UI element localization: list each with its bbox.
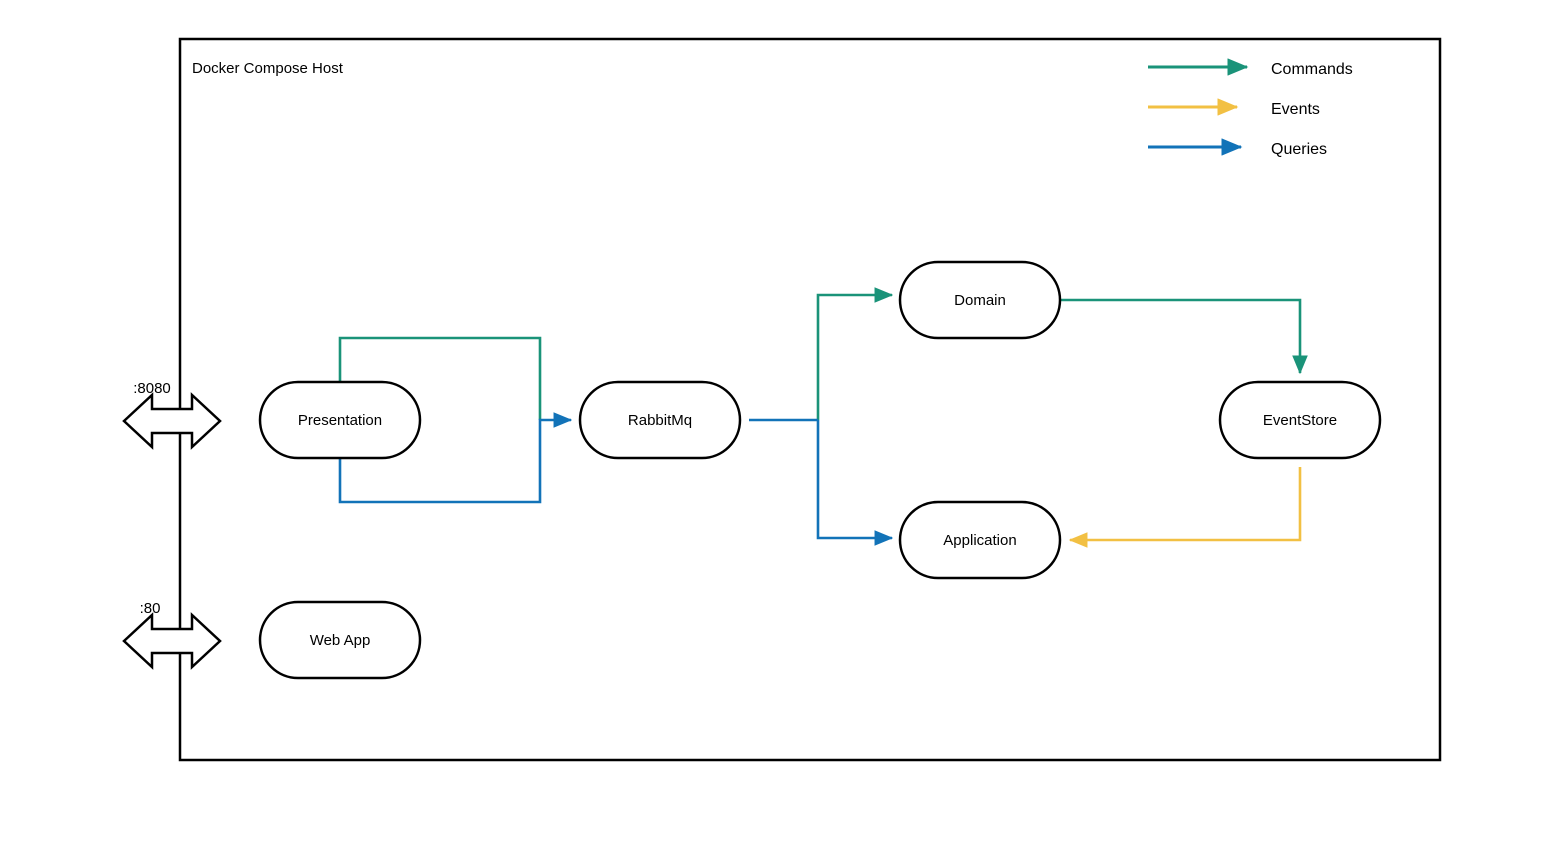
- node-domain-shape[interactable]: [898, 260, 1062, 340]
- edge-rabbitmq-application-queries: [816, 420, 894, 546]
- port-80[interactable]: :80: [122, 600, 222, 670]
- node-eventstore-shape[interactable]: [1218, 380, 1382, 460]
- legend-label-queries: Queries: [1271, 141, 1327, 158]
- node-eventstore-label: EventStore: [1263, 412, 1337, 429]
- node-domain[interactable]: Domain: [898, 260, 1062, 340]
- node-webapp-label: Web App: [310, 632, 371, 649]
- legend: Commands Events Queries: [1148, 58, 1353, 158]
- node-application-label: Application: [943, 532, 1016, 549]
- edge-rabbitmq-domain-commands: [816, 287, 894, 420]
- host-label: Docker Compose Host: [192, 60, 344, 77]
- node-rabbitmq-label: RabbitMq: [628, 412, 692, 429]
- node-presentation-label: Presentation: [298, 412, 382, 429]
- edge-eventstore-application-events: [1068, 467, 1302, 548]
- legend-label-commands: Commands: [1271, 61, 1353, 78]
- node-application[interactable]: Application: [898, 500, 1062, 580]
- node-eventstore[interactable]: EventStore: [1218, 380, 1382, 460]
- edge-domain-eventstore-commands: [1061, 298, 1308, 375]
- bidirectional-arrow-icon[interactable]: [122, 392, 222, 450]
- node-webapp[interactable]: Web App: [258, 600, 422, 680]
- node-presentation-shape[interactable]: [258, 380, 422, 460]
- node-domain-label: Domain: [954, 292, 1006, 309]
- legend-label-events: Events: [1271, 101, 1320, 118]
- port-8080[interactable]: :8080: [122, 380, 222, 450]
- node-rabbitmq[interactable]: RabbitMq: [578, 380, 742, 460]
- edge-presentation-rabbitmq-commands: [338, 336, 542, 420]
- legend-item-commands: Commands: [1148, 58, 1353, 78]
- legend-item-events: Events: [1148, 98, 1320, 118]
- edge-presentation-rabbitmq-queries: [338, 412, 573, 504]
- bidirectional-arrow-icon[interactable]: [122, 612, 222, 670]
- port-label-80: :80: [140, 600, 161, 617]
- node-application-shape[interactable]: [898, 500, 1062, 580]
- node-presentation[interactable]: Presentation: [258, 380, 422, 460]
- node-rabbitmq-shape[interactable]: [578, 380, 742, 460]
- port-label-8080: :8080: [133, 380, 171, 397]
- legend-item-queries: Queries: [1148, 138, 1327, 158]
- node-webapp-shape[interactable]: [258, 600, 422, 680]
